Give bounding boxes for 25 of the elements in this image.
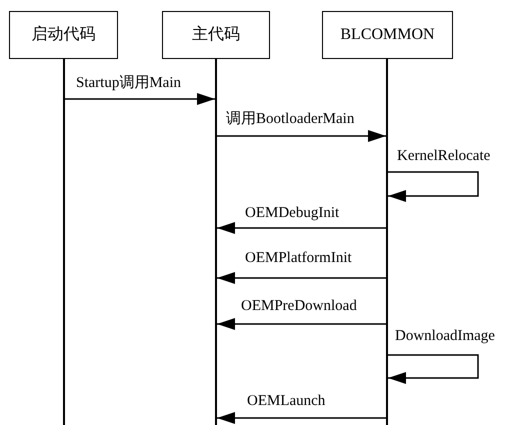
- lifeline: [63, 59, 65, 425]
- message-arrow: [65, 93, 215, 105]
- message-label: 调用BootloaderMain: [226, 110, 354, 129]
- participant-box: [322, 11, 453, 59]
- participant-label: 主代码: [192, 24, 240, 45]
- message-arrow: [217, 412, 386, 424]
- participant-label: BLCOMMON: [340, 25, 435, 45]
- message-label: OEMPlatformInit: [245, 249, 352, 268]
- participant-box: [9, 11, 118, 59]
- message-label: OEMPreDownload: [241, 297, 357, 316]
- message-arrow: [217, 130, 386, 142]
- message-arrow: [217, 222, 386, 234]
- message-label: KernelRelocate: [397, 147, 490, 166]
- message-label: Startup调用Main: [76, 74, 181, 93]
- message-label: OEMDebugInit: [245, 204, 340, 223]
- message-arrow: [388, 354, 479, 384]
- lifeline: [215, 59, 217, 425]
- message-arrow: [388, 171, 479, 202]
- message-label: DownloadImage: [395, 327, 495, 346]
- message-label: OEMLaunch: [247, 392, 326, 411]
- participant-label: 启动代码: [32, 24, 96, 45]
- lifeline: [386, 59, 388, 425]
- message-arrow: [217, 272, 386, 284]
- message-arrow: [217, 318, 386, 330]
- participant-box: [162, 11, 270, 59]
